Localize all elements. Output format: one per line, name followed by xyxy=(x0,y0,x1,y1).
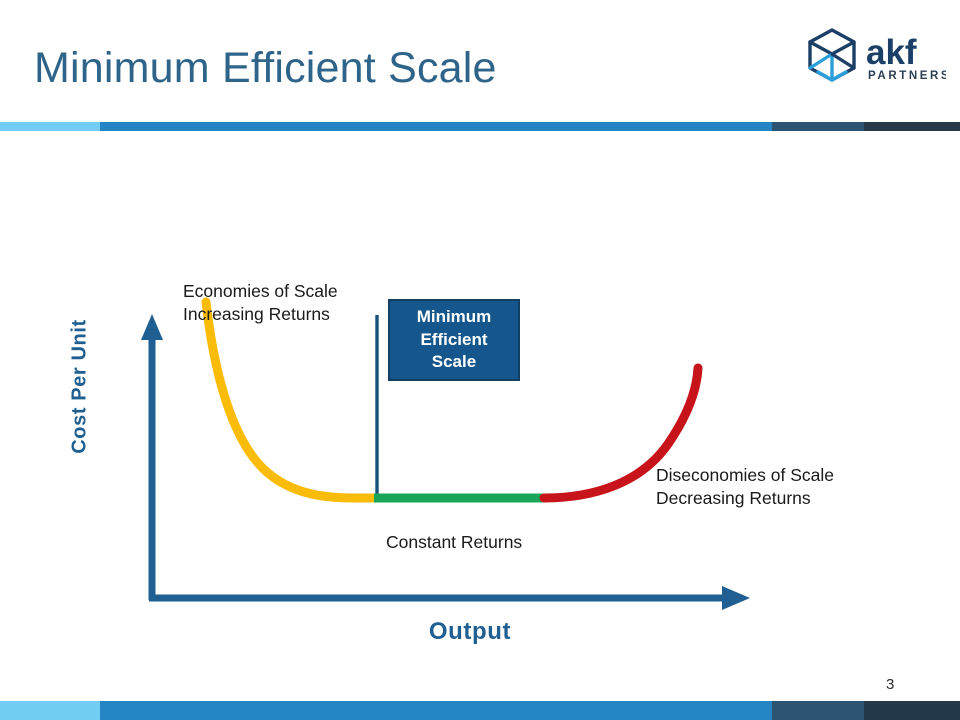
akf-partners-logo: akf PARTNERS xyxy=(806,28,946,84)
logo-tagline: PARTNERS xyxy=(868,70,946,82)
accent-bar-top xyxy=(0,122,960,131)
accent-segment-light-blue-bottom xyxy=(0,701,100,720)
diseconomies-of-scale-curve xyxy=(539,363,703,503)
economies-of-scale-label: Economies of Scale Increasing Returns xyxy=(183,281,338,325)
logo-wordmark: akf xyxy=(866,33,917,72)
accent-segment-brand-blue xyxy=(100,122,772,131)
accent-bar-bottom xyxy=(0,701,960,720)
y-axis-label: Cost Per Unit xyxy=(68,319,91,454)
page-number: 3 xyxy=(886,676,895,693)
x-axis xyxy=(149,586,750,610)
diseconomies-of-scale-label: Diseconomies of Scale Decreasing Returns xyxy=(656,465,834,509)
accent-segment-dark-navy xyxy=(864,122,960,131)
cube-icon xyxy=(808,28,856,82)
minimum-efficient-scale-box: Minimum Efficient Scale xyxy=(388,299,520,381)
page-title: Minimum Efficient Scale xyxy=(34,44,497,92)
accent-segment-dark-navy-bottom xyxy=(864,701,960,720)
accent-segment-light-blue xyxy=(0,122,100,131)
y-axis xyxy=(141,314,163,600)
accent-segment-slate-blue-bottom xyxy=(772,701,864,720)
accent-segment-brand-blue-bottom xyxy=(100,701,772,720)
constant-returns-label: Constant Returns xyxy=(386,532,523,552)
x-axis-label: Output xyxy=(428,618,512,645)
accent-segment-slate-blue xyxy=(772,122,864,131)
minimum-efficient-scale-chart: Cost Per Unit Output Economies of Scale … xyxy=(0,140,960,680)
economies-of-scale-curve xyxy=(201,297,380,503)
